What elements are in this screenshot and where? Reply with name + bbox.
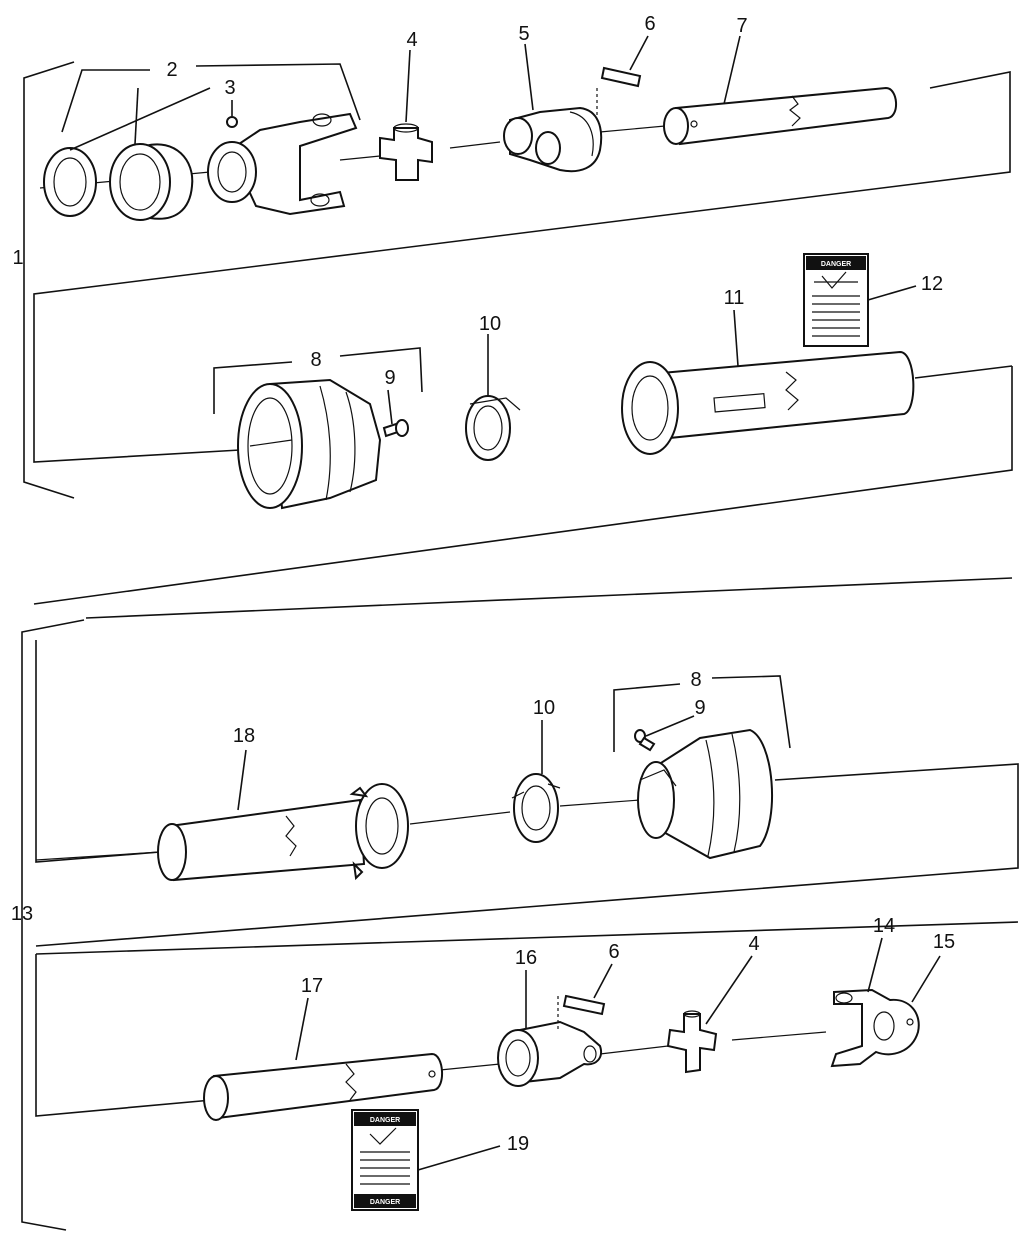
inner-tube-part — [663, 86, 897, 146]
label-8-top: 8 — [310, 349, 321, 371]
label-7: 7 — [736, 15, 747, 37]
bearing-ring-part-bottom — [511, 773, 561, 843]
part-2-bracket — [61, 63, 361, 133]
inner-yoke-part — [503, 106, 603, 173]
label-5: 5 — [518, 23, 529, 45]
leader-lines — [69, 35, 941, 1171]
label-4-top: 4 — [406, 29, 417, 51]
danger-decal-bottom-title: DANGER — [370, 1117, 400, 1124]
outer-shield-tube-part — [621, 350, 915, 455]
group-1-bracket — [23, 61, 75, 499]
cross-part-top — [379, 123, 433, 181]
yoke-part — [207, 112, 358, 216]
label-1: 1 — [12, 247, 23, 269]
label-6-bottom: 6 — [608, 941, 619, 963]
screw-part-top — [382, 419, 409, 438]
label-17: 17 — [301, 975, 323, 997]
label-10-bottom: 10 — [533, 697, 555, 719]
cross-part-bottom — [666, 1010, 718, 1074]
danger-decal-bottom-footer: DANGER — [370, 1199, 400, 1206]
label-6-top: 6 — [644, 13, 655, 35]
grease-fitting-part — [226, 116, 238, 128]
bearing-ring-part-top — [465, 395, 521, 461]
spring-pin-part-top — [596, 66, 642, 116]
label-4-bottom: 4 — [748, 933, 759, 955]
danger-decal-bottom: DANGER DANGER — [351, 1109, 419, 1211]
danger-decal-top: DANGER — [803, 253, 869, 347]
group-13-bracket — [21, 619, 85, 1231]
part-8-bracket-top — [213, 347, 423, 414]
label-14: 14 — [873, 915, 895, 937]
outer-tube-part-bottom — [157, 783, 409, 882]
row-4-band — [35, 921, 1019, 1117]
label-11: 11 — [724, 287, 745, 309]
label-16: 16 — [515, 947, 537, 969]
end-yoke-part — [830, 988, 920, 1068]
label-18: 18 — [233, 725, 255, 747]
part-number-labels: 1 2 3 4 5 6 7 8 9 10 11 12 13 18 10 8 9 … — [11, 13, 955, 1155]
label-15: 15 — [933, 931, 955, 953]
danger-decal-top-title: DANGER — [821, 261, 851, 268]
label-13: 13 — [11, 903, 33, 925]
bearing-collar-part — [109, 143, 194, 221]
label-2: 2 — [166, 59, 177, 81]
shield-cone-part-bottom — [637, 728, 774, 860]
row-3-band — [35, 577, 1019, 947]
screw-part-bottom — [634, 729, 656, 752]
label-12: 12 — [921, 273, 943, 295]
washer-part — [43, 147, 97, 217]
label-9-bottom: 9 — [694, 697, 705, 719]
spring-pin-part-bottom — [557, 994, 606, 1030]
inner-yoke-part-bottom — [497, 1020, 602, 1087]
label-8-bottom: 8 — [690, 669, 701, 691]
label-19: 19 — [507, 1133, 529, 1155]
shield-cone-part-top — [237, 378, 382, 510]
label-10-top: 10 — [479, 313, 501, 335]
inner-tube-part-bottom — [203, 1052, 443, 1121]
part-8-bracket-bottom — [613, 675, 791, 752]
label-3: 3 — [224, 77, 235, 99]
label-9-top: 9 — [384, 367, 395, 389]
